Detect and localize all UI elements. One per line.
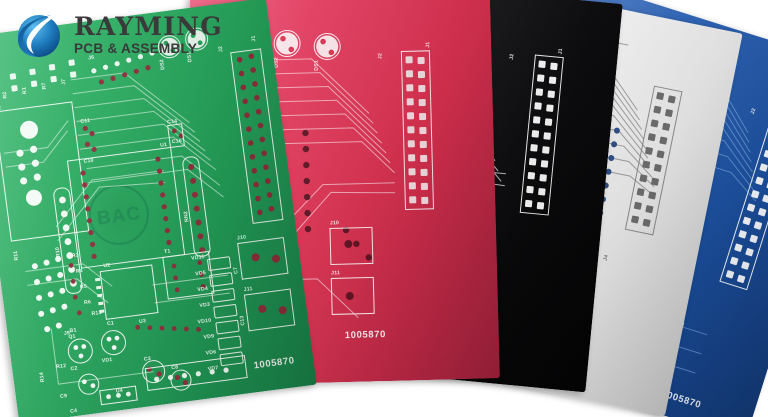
- svg-text:J7: J7: [61, 78, 68, 85]
- svg-text:C1: C1: [107, 320, 115, 327]
- svg-text:J4: J4: [603, 254, 610, 261]
- svg-text:C7: C7: [233, 267, 240, 275]
- svg-text:VD3: VD3: [199, 302, 210, 309]
- logo-mark-svg: [18, 15, 60, 57]
- svg-text:VD5: VD5: [195, 270, 206, 277]
- svg-text:U4: U4: [116, 388, 124, 395]
- svg-text:R10: R10: [55, 247, 62, 258]
- svg-text:DS2: DS2: [273, 57, 279, 68]
- svg-text:J2: J2: [218, 45, 225, 52]
- svg-text:VD6: VD6: [205, 349, 216, 356]
- svg-text:C9: C9: [60, 393, 68, 400]
- svg-text:VD9: VD9: [203, 333, 214, 340]
- svg-text:VD1: VD1: [101, 357, 112, 364]
- svg-text:C2: C2: [70, 366, 78, 373]
- svg-text:DS1: DS1: [186, 51, 193, 62]
- svg-text:R4: R4: [76, 268, 84, 275]
- board-serial-green: 1005870: [253, 355, 295, 371]
- svg-text:J9: J9: [64, 330, 71, 337]
- svg-text:DS2: DS2: [159, 59, 166, 70]
- svg-text:U1: U1: [160, 142, 168, 149]
- svg-text:R1: R1: [21, 87, 28, 95]
- rayming-logo: RAYMING PCB & ASSEMBLY: [8, 6, 223, 64]
- svg-text:J1: J1: [558, 48, 565, 55]
- svg-text:C4: C4: [70, 408, 78, 415]
- svg-text:C16: C16: [171, 138, 182, 145]
- svg-text:J11: J11: [331, 270, 340, 276]
- svg-text:R7: R7: [41, 82, 48, 90]
- svg-text:R5: R5: [80, 284, 88, 291]
- svg-text:J12: J12: [0, 105, 2, 112]
- svg-text:VD4: VD4: [197, 286, 208, 293]
- svg-text:C8: C8: [171, 364, 179, 371]
- svg-text:R12: R12: [56, 363, 67, 370]
- svg-text:R3: R3: [72, 252, 80, 259]
- svg-text:R14: R14: [39, 372, 46, 383]
- svg-text:J11: J11: [243, 286, 253, 293]
- board-watermark: BAC: [86, 182, 151, 247]
- svg-text:U2: U2: [103, 262, 111, 269]
- svg-text:R2: R2: [2, 91, 9, 99]
- svg-text:C10: C10: [83, 158, 94, 165]
- svg-text:B1: B1: [69, 327, 77, 334]
- svg-text:R13: R13: [91, 310, 102, 317]
- svg-text:VD11: VD11: [191, 254, 205, 262]
- svg-text:J2: J2: [377, 53, 383, 59]
- svg-text:T1: T1: [164, 248, 171, 255]
- svg-text:C11: C11: [80, 118, 91, 125]
- logo-title: RAYMING: [74, 12, 223, 42]
- logo-text-block: RAYMING PCB & ASSEMBLY: [74, 14, 223, 56]
- svg-text:C3: C3: [144, 356, 152, 363]
- pcb-board-green: BAC: [0, 0, 317, 417]
- pcb-artwork-green: BAC: [0, 0, 317, 417]
- svg-text:U3: U3: [139, 318, 147, 325]
- svg-text:J2: J2: [750, 107, 758, 115]
- svg-text:J6: J6: [88, 55, 95, 62]
- rayming-sphere-swoosh-logo: [8, 6, 66, 64]
- svg-text:R6: R6: [84, 299, 92, 306]
- svg-text:VD7: VD7: [207, 365, 218, 372]
- board-serial-red: 1005870: [345, 329, 386, 341]
- svg-text:J10: J10: [330, 220, 339, 226]
- svg-text:J10: J10: [237, 234, 247, 241]
- svg-text:J1: J1: [251, 35, 258, 42]
- svg-text:Q1: Q1: [68, 333, 76, 340]
- svg-text:J2: J2: [509, 53, 516, 60]
- svg-text:R11: R11: [13, 250, 20, 261]
- svg-text:C13: C13: [239, 315, 246, 326]
- svg-text:VD10: VD10: [197, 318, 211, 326]
- svg-text:RN2: RN2: [183, 211, 190, 223]
- logo-subtitle: PCB & ASSEMBLY: [74, 41, 198, 57]
- svg-text:DS1: DS1: [314, 60, 320, 71]
- svg-text:C14: C14: [167, 118, 178, 125]
- svg-text:J1: J1: [425, 42, 431, 48]
